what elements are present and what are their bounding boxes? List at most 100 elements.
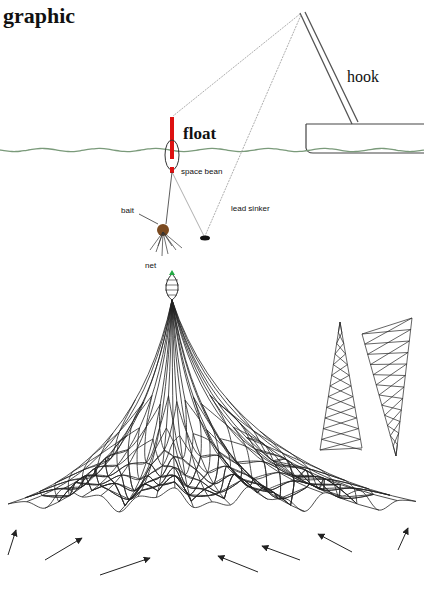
line-loop bbox=[165, 140, 179, 170]
net-strand bbox=[246, 438, 320, 470]
net-strand bbox=[335, 343, 346, 354]
net-strand bbox=[291, 475, 294, 505]
net-strand bbox=[379, 387, 404, 405]
net-strand bbox=[208, 492, 219, 495]
net-strand bbox=[376, 376, 405, 396]
net-strand bbox=[141, 485, 159, 490]
net-strand bbox=[393, 445, 397, 457]
leader-line bbox=[139, 214, 158, 224]
net-illustration bbox=[8, 300, 416, 512]
net-strand bbox=[337, 333, 344, 344]
net-strand bbox=[172, 300, 416, 501]
net-strand bbox=[163, 232, 182, 248]
net-strand bbox=[373, 364, 406, 385]
net-strand bbox=[208, 439, 231, 496]
net-strand bbox=[125, 477, 161, 506]
net-top bbox=[165, 280, 179, 295]
net-strand bbox=[106, 457, 125, 505]
net-strand bbox=[246, 438, 280, 499]
net-strand bbox=[323, 418, 358, 429]
net-strand bbox=[40, 492, 42, 496]
part-label: space bean bbox=[180, 168, 223, 177]
net-strand bbox=[390, 433, 398, 446]
arrow bbox=[262, 546, 300, 560]
net-strand bbox=[42, 465, 117, 497]
part-label: lead sinker bbox=[230, 205, 271, 214]
arrow bbox=[398, 528, 408, 550]
net-strand bbox=[274, 465, 281, 499]
net-strand bbox=[8, 300, 172, 504]
diagram-title: graphic bbox=[2, 4, 76, 28]
net-strand bbox=[25, 404, 160, 498]
part-label: net bbox=[144, 262, 157, 271]
net-strand bbox=[25, 487, 81, 498]
net-strand bbox=[108, 490, 129, 500]
part-label: float bbox=[182, 125, 217, 144]
net-strand bbox=[92, 402, 144, 456]
net-strand bbox=[368, 341, 410, 365]
net-strand bbox=[226, 398, 294, 505]
net-strand bbox=[27, 300, 172, 502]
net-strand bbox=[191, 484, 213, 501]
net-strand bbox=[108, 466, 162, 500]
net-strand bbox=[325, 407, 357, 418]
net-strand bbox=[328, 386, 353, 397]
net-strand bbox=[42, 495, 70, 496]
net-strand bbox=[161, 475, 191, 501]
net-strand bbox=[125, 400, 187, 506]
net-strand bbox=[224, 474, 240, 498]
net-ring bbox=[169, 270, 175, 275]
net-strand bbox=[309, 483, 340, 485]
net-strand bbox=[145, 396, 191, 502]
net-strand bbox=[175, 482, 190, 495]
net-strand bbox=[172, 300, 286, 499]
net-strand bbox=[332, 365, 350, 376]
net-strand bbox=[158, 232, 163, 246]
net-strand bbox=[298, 478, 369, 489]
net-strand bbox=[172, 300, 249, 487]
net-strand bbox=[241, 480, 249, 486]
throw-arrows bbox=[8, 528, 408, 575]
net-strand bbox=[257, 486, 266, 493]
net-strand bbox=[333, 354, 347, 365]
net-top bbox=[166, 274, 178, 300]
net-strand bbox=[163, 232, 172, 246]
net-strand bbox=[307, 484, 309, 487]
net-strand bbox=[75, 482, 99, 484]
net-strand bbox=[25, 450, 128, 498]
arrow bbox=[218, 556, 258, 572]
arrow bbox=[45, 538, 82, 560]
net-outline bbox=[320, 322, 362, 450]
net-strand bbox=[150, 232, 163, 250]
net-strand bbox=[117, 465, 141, 499]
net-strand bbox=[240, 478, 291, 505]
net-strand bbox=[45, 300, 172, 508]
net-strand bbox=[92, 450, 165, 491]
net-strand bbox=[172, 300, 397, 501]
net-strand bbox=[158, 397, 201, 491]
net-strand bbox=[327, 397, 355, 408]
net-strand bbox=[59, 396, 169, 502]
net-strand bbox=[82, 300, 172, 497]
net-strand bbox=[298, 470, 309, 487]
net-strand bbox=[319, 478, 324, 490]
net-strand bbox=[330, 375, 351, 386]
net-strand bbox=[371, 353, 409, 375]
arrow bbox=[318, 534, 352, 552]
net-strand bbox=[320, 439, 362, 450]
net-strand bbox=[365, 330, 411, 355]
net-strand bbox=[291, 454, 324, 490]
net-strand bbox=[218, 403, 291, 453]
net-strand bbox=[191, 452, 219, 502]
net-strand bbox=[40, 428, 140, 492]
net-strand bbox=[345, 481, 357, 504]
net-strand bbox=[322, 429, 361, 440]
net-strand bbox=[191, 404, 219, 501]
fishing-line bbox=[205, 15, 301, 236]
net-strand bbox=[55, 459, 110, 483]
net-strand bbox=[338, 322, 342, 333]
net-strand bbox=[369, 489, 374, 494]
net-strand bbox=[224, 462, 241, 499]
